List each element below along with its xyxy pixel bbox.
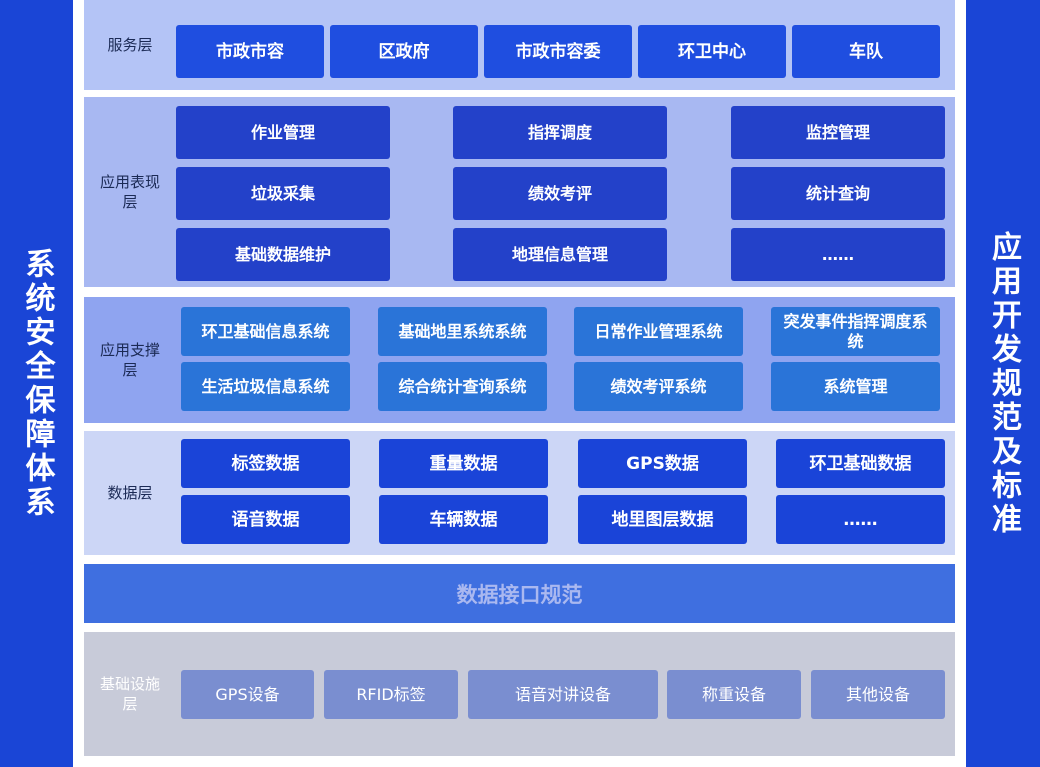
app-item: 监控管理 [731, 106, 945, 159]
infra-item: RFID标签 [324, 670, 458, 719]
service-layer: 服务层 市政市容 区政府 市政市容委 环卫中心 车队 [84, 0, 955, 90]
support-item: 生活垃圾信息系统 [181, 362, 350, 411]
security-system-title: 系统安全保障体系 [19, 247, 55, 520]
service-item: 环卫中心 [638, 25, 786, 78]
service-layer-label: 服务层 [107, 36, 153, 54]
data-item: 地里图层数据 [578, 495, 747, 544]
right-side-bar: 应用开发规范及标准 [966, 0, 1040, 767]
support-layer-label: 应用支撑层 [99, 341, 160, 379]
support-item: 突发事件指挥调度系统 [771, 307, 940, 356]
support-item: 基础地里系统系统 [378, 307, 547, 356]
data-interface-spec: 数据接口规范 [84, 564, 955, 623]
app-item: 绩效考评 [453, 167, 667, 220]
data-layer-label: 数据层 [107, 484, 153, 502]
application-support-layer: 应用支撑层 环卫基础信息系统 基础地里系统系统 日常作业管理系统 突发事件指挥调… [84, 297, 955, 423]
service-item: 车队 [792, 25, 940, 78]
data-item: GPS数据 [578, 439, 747, 488]
service-item: 市政市容委 [484, 25, 632, 78]
left-side-bar: 系统安全保障体系 [0, 0, 73, 767]
app-item: 作业管理 [176, 106, 390, 159]
infra-item: 称重设备 [667, 670, 801, 719]
app-item: …… [731, 228, 945, 281]
infra-item: GPS设备 [181, 670, 314, 719]
support-item: 绩效考评系统 [574, 362, 743, 411]
service-item: 区政府 [330, 25, 478, 78]
data-item: …… [776, 495, 945, 544]
data-item: 语音数据 [181, 495, 350, 544]
infra-layer-label: 基础设施层 [99, 675, 160, 713]
service-item: 市政市容 [176, 25, 324, 78]
data-item: 重量数据 [379, 439, 548, 488]
data-item: 标签数据 [181, 439, 350, 488]
data-layer: 数据层 标签数据 重量数据 GPS数据 环卫基础数据 语音数据 车辆数据 地里图… [84, 431, 955, 555]
app-layer-label: 应用表现层 [99, 173, 160, 211]
app-item: 地理信息管理 [453, 228, 667, 281]
infrastructure-layer: 基础设施层 GPS设备 RFID标签 语音对讲设备 称重设备 其他设备 [84, 632, 955, 756]
application-presentation-layer: 应用表现层 作业管理 指挥调度 监控管理 垃圾采集 绩效考评 统计查询 基础数据… [84, 97, 955, 287]
data-item: 车辆数据 [379, 495, 548, 544]
infra-item: 语音对讲设备 [468, 670, 658, 719]
app-item: 统计查询 [731, 167, 945, 220]
app-item: 垃圾采集 [176, 167, 390, 220]
support-item: 环卫基础信息系统 [181, 307, 350, 356]
dev-standards-title: 应用开发规范及标准 [986, 230, 1021, 537]
support-item: 综合统计查询系统 [378, 362, 547, 411]
data-item: 环卫基础数据 [776, 439, 945, 488]
infra-item: 其他设备 [811, 670, 945, 719]
app-item: 指挥调度 [453, 106, 667, 159]
support-item: 系统管理 [771, 362, 940, 411]
support-item: 日常作业管理系统 [574, 307, 743, 356]
app-item: 基础数据维护 [176, 228, 390, 281]
